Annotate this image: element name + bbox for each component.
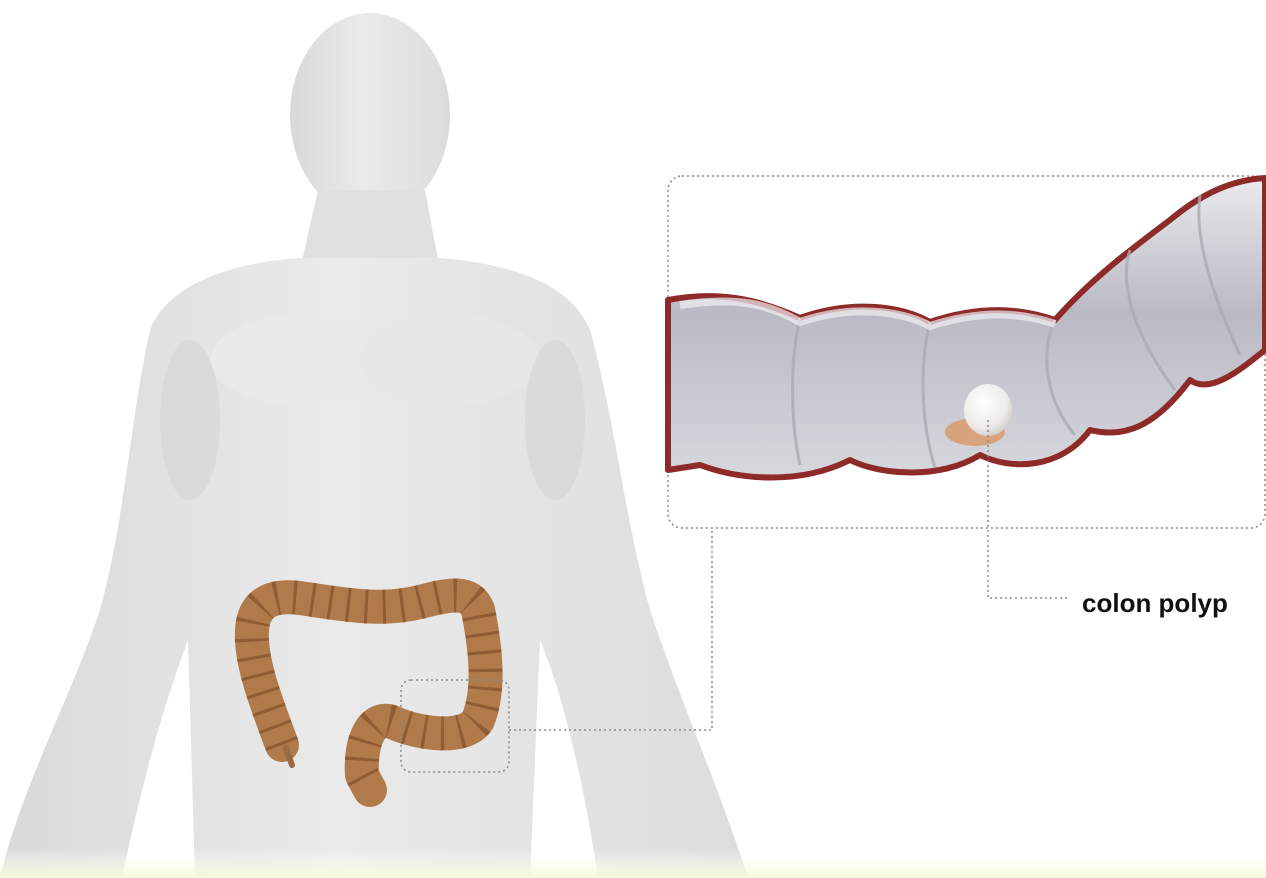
colon-polyp-label: colon polyp [1082,590,1228,616]
bottom-band [0,848,1266,878]
magnified-colon-view [668,176,1265,528]
